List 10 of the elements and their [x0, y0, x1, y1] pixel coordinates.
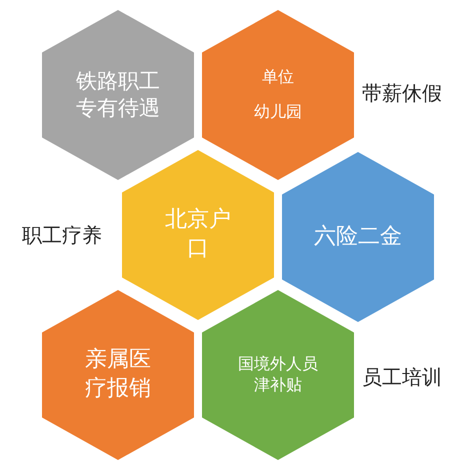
- side-label: 职工疗养: [22, 222, 102, 249]
- hexagon-text: 铁路职工专有待遇: [75, 68, 161, 122]
- side-label: 员工培训: [362, 364, 442, 391]
- hexagon-text: 北京户口: [164, 206, 232, 263]
- side-label: 带薪休假: [362, 80, 442, 107]
- hexagon-text: 六险二金: [313, 222, 403, 251]
- hexagon-text: 单位: [261, 67, 295, 88]
- hexagon-text: 幼儿园: [253, 102, 303, 123]
- hexagon-text: 国境外人员津补贴: [237, 354, 319, 396]
- hexagon-text: 亲属医疗报销: [84, 346, 152, 403]
